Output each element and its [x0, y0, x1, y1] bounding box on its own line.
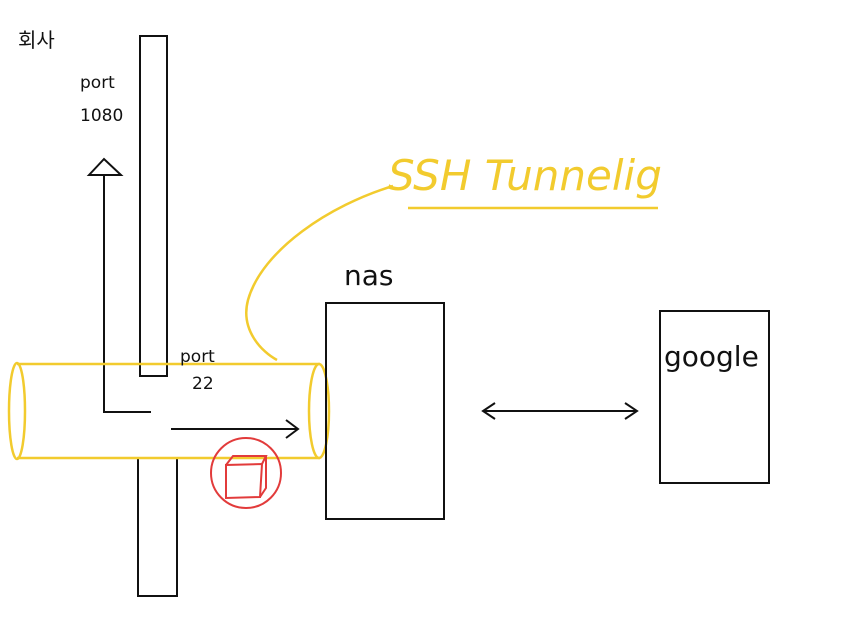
port-1080-label-line2: 1080 — [80, 106, 123, 126]
ssh-tunnel-cylinder — [7, 361, 331, 461]
right-arrow — [171, 419, 300, 439]
nas-label: nas — [344, 259, 394, 292]
ssh-tunneling-label: SSH Tunnelig — [388, 151, 662, 200]
blocked-cube-icon — [210, 437, 282, 509]
up-arrow — [86, 157, 151, 413]
firewall-bottom-pillar — [137, 457, 178, 597]
google-box — [659, 310, 770, 484]
port-22-label-line2: 22 — [192, 374, 214, 394]
port-22-label-line1: port — [180, 347, 215, 367]
google-label: google — [664, 340, 759, 373]
ssh-pointer-curve — [245, 184, 394, 362]
company-label: 회사 — [18, 28, 55, 52]
port-1080-label-line1: port — [80, 73, 115, 93]
firewall-top-pillar — [139, 35, 168, 377]
nas-box — [325, 302, 445, 520]
bidirectional-arrow — [481, 402, 639, 420]
